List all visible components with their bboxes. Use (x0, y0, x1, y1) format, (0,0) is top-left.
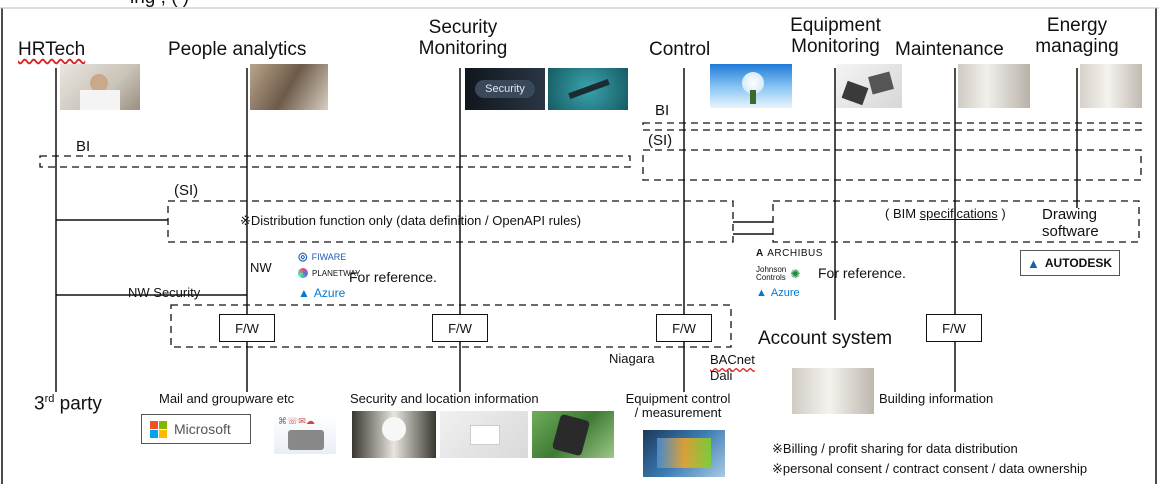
firewall-maintenance: F/W (926, 314, 982, 342)
billing-note: ※Billing / profit sharing for data distr… (772, 441, 1018, 456)
consent-note: ※personal consent / contract consent / d… (772, 461, 1088, 476)
planetway-logo: PLANETWAY (298, 268, 360, 278)
bi-label-right: BI (655, 102, 670, 119)
equipment-control-label: Equipment control / measurement (625, 391, 731, 421)
security-screen-photo: Security (465, 68, 545, 110)
energy-photo (1080, 64, 1142, 108)
equipment-monitoring-photo (836, 64, 902, 108)
account-system-label: Account system (758, 328, 893, 349)
category-people-analytics: People analytics (168, 39, 307, 60)
security-screen-text: Security (475, 80, 535, 98)
niagara-label: Niagara (609, 351, 655, 366)
bacnet-dali-label: BACnet Dali (710, 352, 755, 383)
azure-logo-left: ▲Azure (298, 286, 346, 300)
category-hrtech: HRTech (18, 39, 86, 60)
autodesk-logo: ▲AUTODESK (1020, 250, 1120, 276)
si-layer-right (642, 149, 1142, 181)
microsoft-logo: Microsoft (141, 414, 251, 444)
drawing-software-label: Drawing software (1042, 206, 1099, 241)
hrtech-photo (60, 64, 140, 110)
si-label-left: (SI) (174, 182, 199, 199)
category-maintenance: Maintenance (895, 39, 1004, 60)
truncated-title: ing , ( ) (130, 0, 189, 9)
control-globe-photo (710, 64, 792, 108)
distribution-layer (167, 200, 734, 243)
bi-layer-right (642, 122, 1142, 131)
firewall-people-analytics: F/W (219, 314, 275, 342)
category-energy-managing: Energy managing (1035, 15, 1119, 57)
map-phone-photo (532, 411, 614, 458)
si-label-right: (SI) (648, 132, 673, 149)
firewall-security: F/W (432, 314, 488, 342)
building-information-label: Building information (879, 391, 994, 406)
people-analytics-photo (250, 64, 328, 110)
third-party-label: 3rd party (34, 393, 102, 415)
bi-label-left: BI (76, 138, 91, 155)
category-equipment-monitoring: Equipment Monitoring (790, 15, 881, 57)
for-reference-left: For reference. (349, 269, 437, 285)
robot-photo (352, 411, 436, 458)
fiware-logo: ◎FIWARE (298, 251, 347, 263)
for-reference-right: For reference. (818, 265, 906, 281)
security-camera-photo (548, 68, 628, 110)
security-location-label: Security and location information (350, 391, 539, 406)
tablet-measurement-photo (643, 430, 725, 477)
distribution-label: ※Distribution function only (data defini… (240, 213, 582, 228)
mail-groupware-label: Mail and groupware etc (159, 391, 295, 406)
location-card-photo (440, 411, 528, 458)
category-security-monitoring: Security Monitoring (418, 17, 508, 59)
firewall-control: F/W (656, 314, 712, 342)
building-info-photo (792, 368, 874, 414)
bim-layer (772, 200, 1140, 243)
groupware-apps-photo: ⌘☏✉☁ (274, 414, 336, 454)
nw-security-label: NW Security (128, 285, 201, 300)
azure-logo-right: ▲Azure (756, 287, 800, 299)
category-control: Control (649, 39, 711, 60)
bi-layer-left (39, 155, 631, 168)
maintenance-photo (958, 64, 1030, 108)
nw-security-layer (170, 304, 732, 348)
bim-label: ( BIM specifications ) (885, 206, 1006, 221)
nw-label: NW (250, 260, 272, 275)
